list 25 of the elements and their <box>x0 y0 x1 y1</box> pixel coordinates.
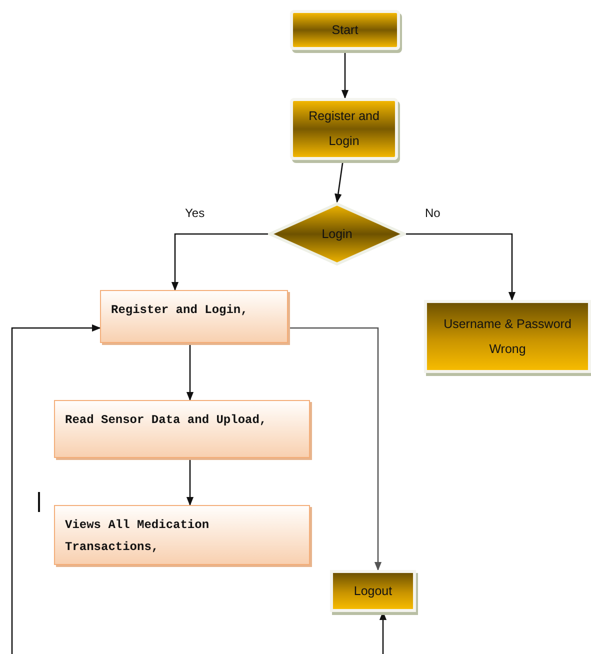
arrow <box>171 233 268 291</box>
node-text: Register and Login <box>308 108 380 150</box>
arrow <box>11 324 101 654</box>
arrow <box>341 50 349 99</box>
node-text: Views All Medication Transactions, <box>65 517 210 556</box>
edge-label: No <box>424 206 442 220</box>
node-text: Login <box>322 226 352 243</box>
arrow <box>186 458 194 506</box>
process-box <box>290 10 400 50</box>
node-text: Start <box>332 22 358 38</box>
process-box <box>290 98 398 160</box>
process-box <box>330 570 416 612</box>
arrow <box>406 233 516 301</box>
process-box <box>424 300 591 373</box>
node-text: Username & Password Wrong <box>442 316 572 358</box>
arrow <box>186 343 194 401</box>
process-box <box>100 290 288 343</box>
decision-diamond <box>268 202 406 266</box>
node-text: Read Sensor Data and Upload, <box>65 412 267 429</box>
arrow <box>288 327 382 571</box>
node-text: Logout <box>354 582 392 600</box>
process-box <box>54 400 310 458</box>
edge-label: Yes <box>184 206 206 220</box>
node-text: Register and Login, <box>111 302 248 319</box>
process-box <box>54 505 310 565</box>
